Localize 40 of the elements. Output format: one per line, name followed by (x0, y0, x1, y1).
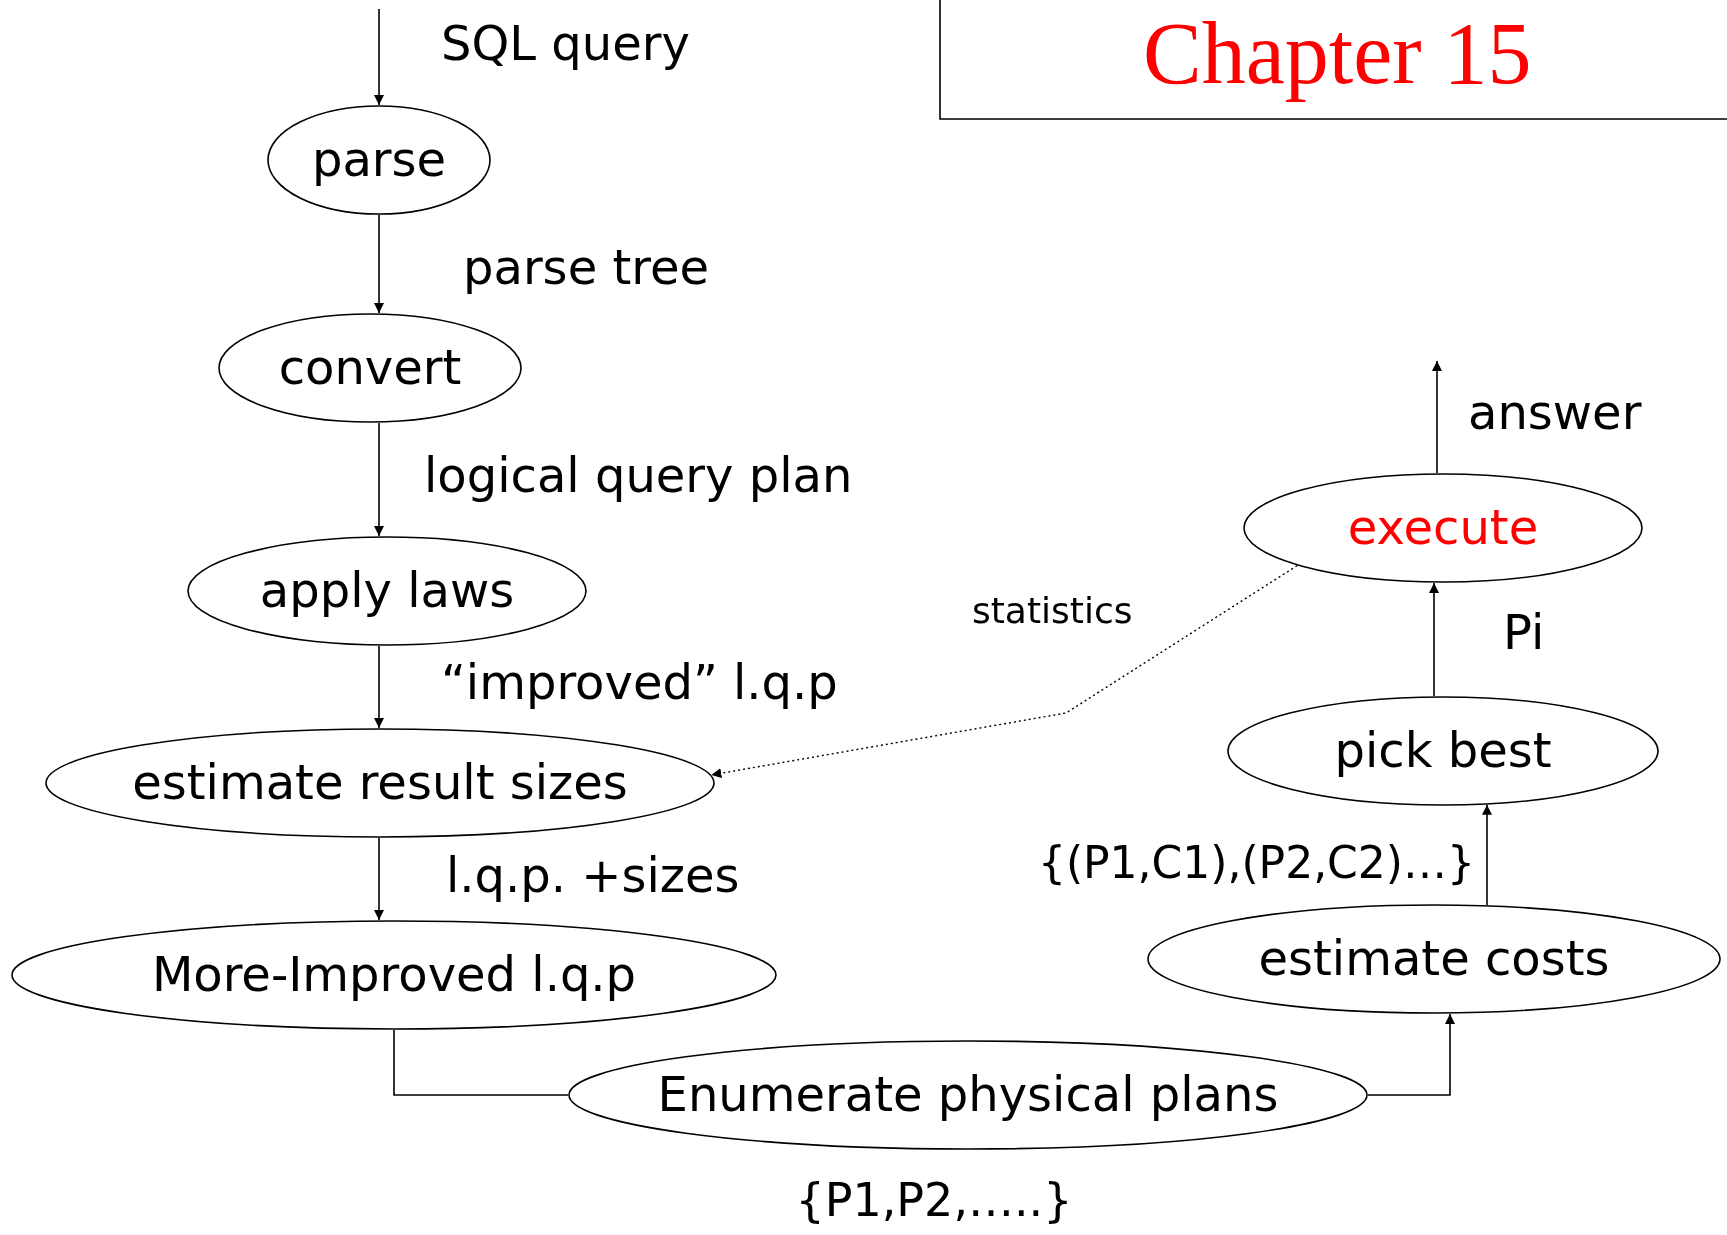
process-ellipse (267, 105, 491, 215)
node-caption: {P1,P2,…..} (795, 1174, 1073, 1227)
edge-label: logical query plan (424, 448, 853, 504)
node-label: convert (278, 340, 462, 396)
node-label: apply laws (259, 563, 515, 619)
edge-label: {(P1,C1),(P2,C2)…} (1037, 838, 1475, 889)
connector-line (393, 1029, 569, 1096)
edge-label: SQL query (441, 16, 690, 72)
edge-label: “improved” l.q.p (441, 655, 838, 711)
arrow (374, 214, 384, 314)
process-ellipse (218, 313, 522, 423)
process-ellipse (568, 1040, 1368, 1150)
node-label: estimate result sizes (132, 755, 628, 811)
node-label: parse (311, 132, 447, 188)
node-label: execute (1347, 500, 1539, 556)
process-ellipse (187, 536, 587, 646)
arrow (374, 837, 384, 921)
arrow (374, 422, 384, 537)
process-ellipse (11, 920, 777, 1030)
arrow (374, 645, 384, 729)
arrow (1482, 804, 1492, 906)
edge-label: Pi (1503, 605, 1545, 661)
process-ellipse (1243, 473, 1643, 583)
node-label: estimate costs (1258, 931, 1610, 987)
arrow (374, 8, 384, 106)
node-label: pick best (1334, 723, 1552, 779)
node-label: More-Improved l.q.p (151, 947, 637, 1003)
arrow (1429, 582, 1439, 697)
edge-label: answer (1468, 385, 1642, 441)
process-ellipse (1227, 696, 1659, 806)
arrow (710, 564, 1298, 779)
arrow (1432, 360, 1442, 474)
process-ellipse (45, 728, 715, 838)
edge-label: l.q.p. +sizes (446, 848, 740, 904)
edge-label: parse tree (463, 240, 709, 296)
edge-label: statistics (972, 590, 1133, 632)
process-ellipse (1147, 904, 1721, 1014)
title: Chapter 15 (1143, 6, 1532, 103)
arrow (1367, 1013, 1455, 1096)
node-label: Enumerate physical plans (657, 1067, 1279, 1123)
